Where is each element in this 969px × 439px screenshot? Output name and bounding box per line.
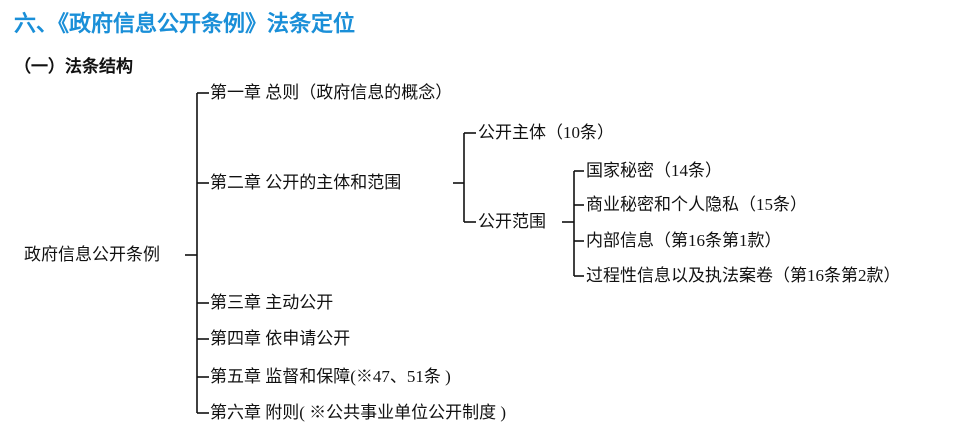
chapter-3: 第三章 主动公开	[210, 293, 334, 312]
scope-node: 公开范围	[478, 212, 546, 231]
chapter-6: 第六章 附则( ※公共事业单位公开制度 )	[210, 403, 507, 422]
chapter-2: 第二章 公开的主体和范围	[210, 173, 402, 192]
chapter-4: 第四章 依申请公开	[210, 329, 351, 348]
scope-item-2: 商业秘密和个人隐私（15条）	[586, 195, 807, 214]
page-title: 六、《政府信息公开条例》法条定位	[14, 11, 356, 36]
scope-item-3: 内部信息（第16条第1款）	[586, 231, 782, 250]
scope-item-4: 过程性信息以及执法案卷（第16条第2款）	[586, 266, 901, 285]
root-node: 政府信息公开条例	[24, 245, 160, 264]
subject-node: 公开主体（10条）	[478, 123, 614, 142]
chapter-5: 第五章 监督和保障(※47、51条 )	[210, 367, 451, 386]
chapter-1: 第一章 总则（政府信息的概念）	[210, 83, 453, 102]
section-subtitle: （一）法条结构	[14, 57, 133, 76]
scope-item-1: 国家秘密（14条）	[586, 161, 722, 180]
